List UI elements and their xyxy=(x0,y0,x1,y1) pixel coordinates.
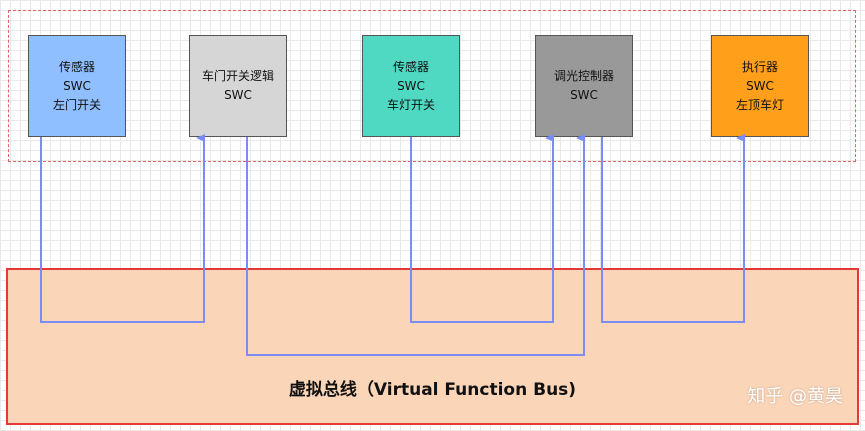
swc-door-logic[interactable]: 车门开关逻辑 SWC xyxy=(189,35,287,137)
wire-logic-to-dimmer xyxy=(246,134,585,356)
swc-label-line: 执行器 xyxy=(741,59,778,74)
swc-label-line: 调光控制器 xyxy=(553,69,614,83)
swc-label-line: 左门开关 xyxy=(52,97,101,112)
wire-door-sensor-to-logic xyxy=(40,134,205,323)
swc-group-frame xyxy=(8,10,856,162)
swc-label-line: 车门开关逻辑 xyxy=(201,69,274,83)
swc-label-line: SWC xyxy=(224,88,252,102)
swc-dimmer[interactable]: 调光控制器 SWC xyxy=(535,35,633,137)
wire-dimmer-to-actuator xyxy=(601,134,745,323)
swc-label-line: 传感器 xyxy=(392,59,429,74)
swc-label-line: 车灯开关 xyxy=(386,97,435,112)
swc-sensor-door[interactable]: 传感器 SWC 左门开关 xyxy=(28,35,126,137)
swc-sensor-light[interactable]: 传感器 SWC 车灯开关 xyxy=(362,35,460,137)
bus-label: 虚拟总线（Virtual Function Bus) xyxy=(288,380,577,400)
swc-label-line: SWC xyxy=(397,78,425,93)
swc-label-line: 左顶车灯 xyxy=(735,97,784,112)
swc-label-line: SWC xyxy=(63,78,91,93)
swc-label-line: 传感器 xyxy=(58,59,95,74)
virtual-function-bus xyxy=(6,268,859,425)
swc-label-line: SWC xyxy=(746,78,774,93)
watermark: 知乎 @黄昊 xyxy=(747,386,843,407)
swc-label-line: SWC xyxy=(570,88,598,102)
swc-actuator[interactable]: 执行器 SWC 左顶车灯 xyxy=(711,35,809,137)
wire-light-sensor-to-dimmer xyxy=(410,134,554,323)
